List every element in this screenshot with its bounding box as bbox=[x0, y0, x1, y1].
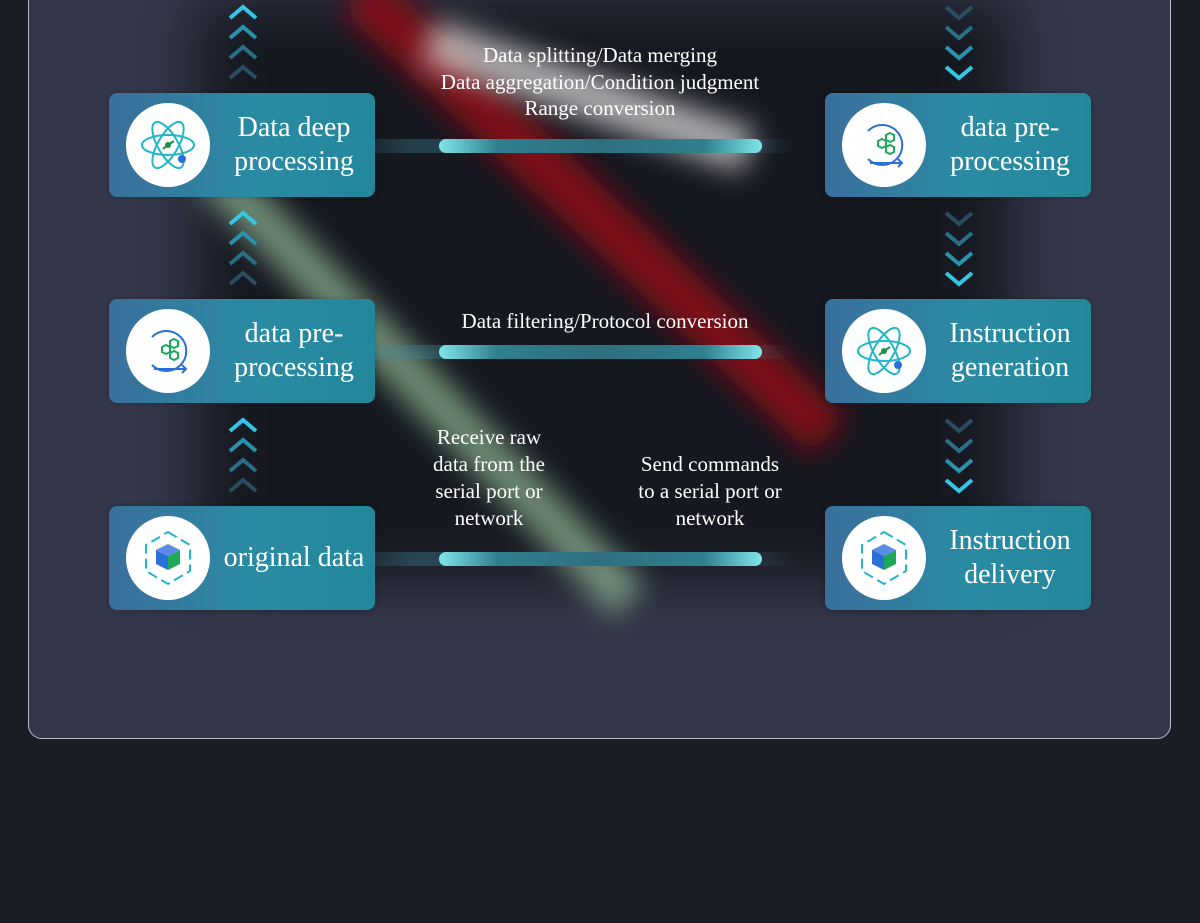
cube-icon bbox=[842, 516, 926, 600]
background-light-streaks bbox=[188, 0, 1009, 617]
hexagon-cycle-icon bbox=[842, 103, 926, 187]
annotation-line: Data splitting/Data merging bbox=[482, 43, 718, 67]
card-data-preprocessing-right: data pre-processing bbox=[825, 93, 1091, 197]
chevron-down-arrows-icon bbox=[944, 418, 974, 494]
annotation-line: Receive raw bbox=[436, 425, 542, 449]
connector-bar-bottom bbox=[439, 552, 762, 566]
cube-icon bbox=[126, 516, 210, 600]
annotation-line: Data aggregation/Condition judgment bbox=[440, 70, 760, 94]
annotation-bottom-left: Receive raw data from the serial port or… bbox=[404, 424, 574, 532]
card-label: data pre-processing bbox=[950, 112, 1070, 177]
card-label: Data deep processing bbox=[234, 112, 354, 177]
card-label: original data bbox=[223, 542, 365, 573]
annotation-line: serial port or bbox=[435, 479, 543, 503]
connector-bar-middle bbox=[439, 345, 762, 359]
card-original-data: original data bbox=[109, 506, 375, 610]
atom-icon bbox=[842, 309, 926, 393]
annotation-top: Data splitting/Data merging Data aggrega… bbox=[400, 42, 800, 122]
hexagon-cycle-icon bbox=[126, 309, 210, 393]
annotation-line: network bbox=[675, 506, 745, 530]
atom-icon bbox=[126, 103, 210, 187]
chevron-down-arrows-icon bbox=[944, 211, 974, 287]
connector-bar-top bbox=[439, 139, 762, 153]
annotation-line: Data filtering/Protocol conversion bbox=[461, 309, 749, 333]
annotation-line: network bbox=[454, 506, 524, 530]
card-instruction-generation: Instruction generation bbox=[825, 299, 1091, 403]
annotation-line: data from the bbox=[433, 452, 545, 476]
annotation-line: to a serial port or bbox=[638, 479, 782, 503]
card-label: Instruction generation bbox=[949, 318, 1071, 383]
card-label: Instruction delivery bbox=[949, 525, 1071, 590]
chevron-up-arrows-icon bbox=[228, 4, 258, 80]
chevron-up-arrows-icon bbox=[228, 210, 258, 286]
card-label: data pre-processing bbox=[234, 318, 354, 383]
annotation-bottom-right: Send commands to a serial port or networ… bbox=[620, 451, 800, 532]
annotation-line: Send commands bbox=[640, 452, 780, 476]
chevron-down-arrows-icon bbox=[944, 5, 974, 81]
card-data-preprocessing-left: data pre-processing bbox=[109, 299, 375, 403]
chevron-up-arrows-icon bbox=[228, 417, 258, 493]
annotation-middle: Data filtering/Protocol conversion bbox=[420, 308, 790, 335]
card-instruction-delivery: Instruction delivery bbox=[825, 506, 1091, 610]
card-data-deep-processing: Data deep processing bbox=[109, 93, 375, 197]
annotation-line: Range conversion bbox=[524, 96, 676, 120]
